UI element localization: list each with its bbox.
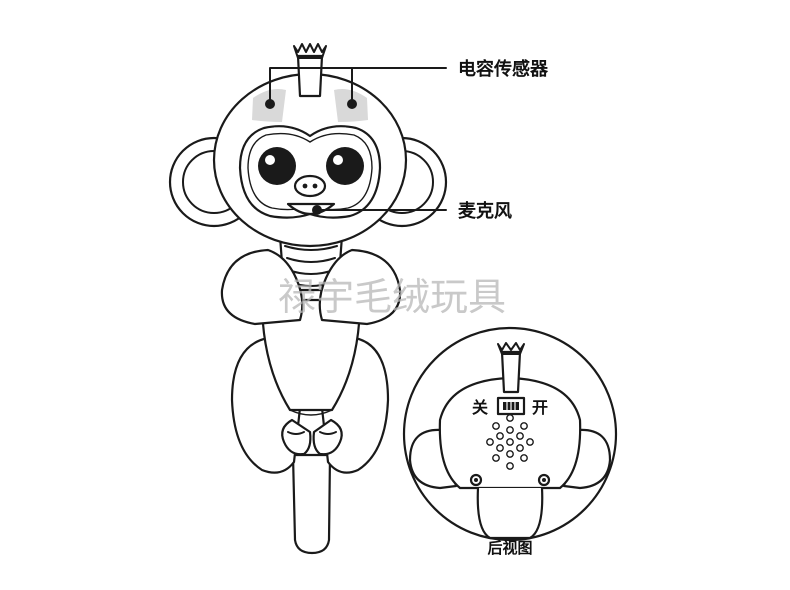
right-arm [318,248,402,326]
power-switch[interactable] [496,396,526,416]
switch-on-label: 开 [532,398,548,417]
left-eye [258,147,296,185]
switch-off-label: 关 [472,398,488,417]
watermark: 禄宇毛绒玩具 [278,275,506,319]
hands [281,418,343,456]
rear-view: 关 开 [402,326,618,542]
screws [469,473,551,487]
speaker-grille [486,414,534,470]
mouth [286,202,336,216]
label-microphone: 麦克风 [458,200,512,222]
callouts [269,67,447,211]
left-arm [220,248,304,326]
label-capacitive-sensor: 电容传感器 [458,58,549,80]
rear-view-caption: 后视图 [487,539,532,557]
hair-tuft [293,43,327,98]
front-view-monkey [168,43,448,555]
right-eye [326,147,364,185]
tail [291,453,332,555]
nose [293,174,327,198]
